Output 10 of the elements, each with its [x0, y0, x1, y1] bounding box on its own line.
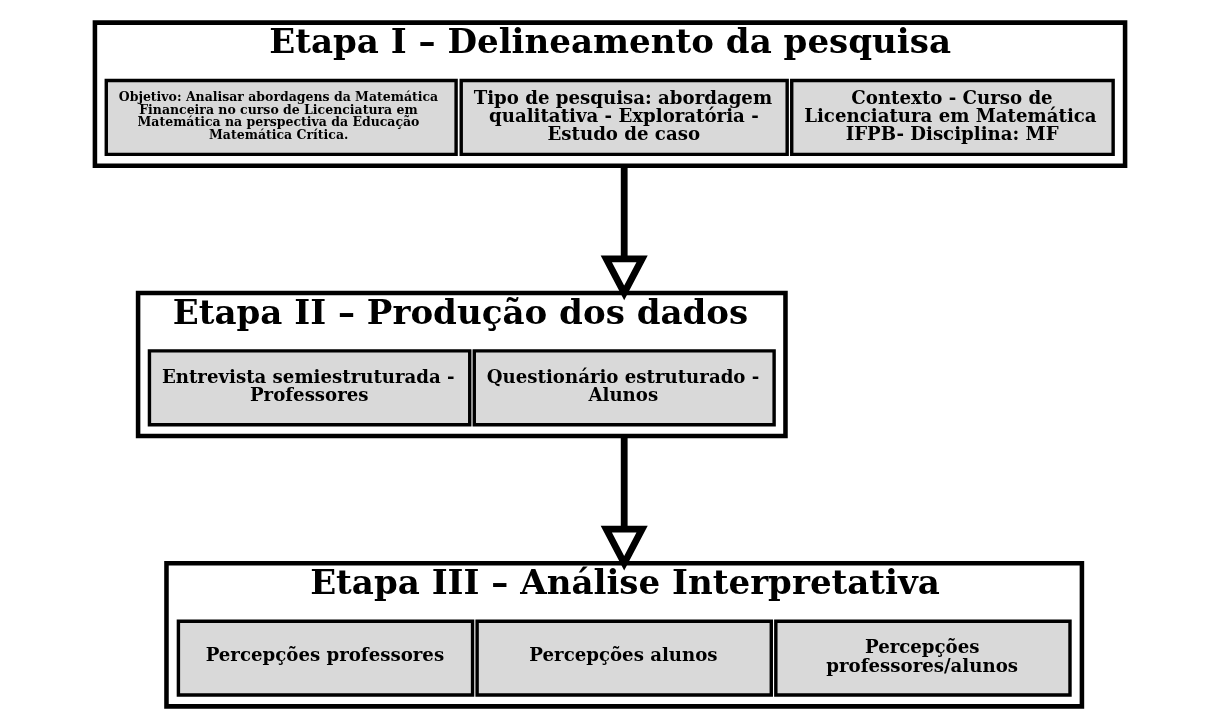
node-box: Entrevista semiestruturada - Professores [147, 348, 471, 426]
arrow [600, 165, 648, 300]
node-box: Contexto - Curso de Licenciatura em Matemática IFPB- Disciplina: MF [789, 78, 1115, 156]
node-box: Percepções alunos [474, 619, 773, 697]
node-box: Percepções professores [176, 619, 474, 697]
node-box: Objetivo: Analisar abordagens da Matemática Financeira no curso de Licenciatura em Matemática na perspectiva da Educação Matemática Crítica. [104, 78, 458, 156]
node-box: Percepções professores/alunos [773, 619, 1072, 697]
node-box: Tipo de pesquisa: abordagem qualitativa - Exploratória - Estudo de caso [459, 78, 789, 156]
arrow [600, 435, 648, 571]
node-box: Questionário estruturado - Alunos [472, 348, 776, 426]
